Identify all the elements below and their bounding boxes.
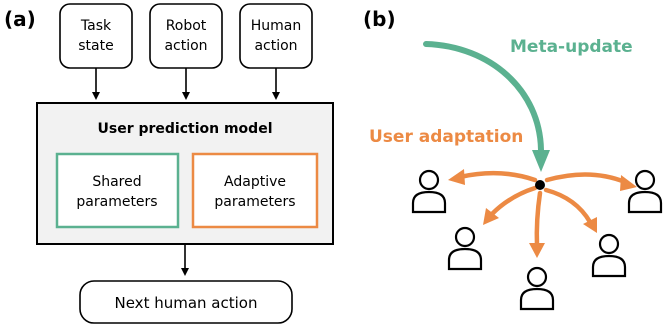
adapt-arrow-left: [457, 170, 538, 183]
output-next-human-action: Next human action: [79, 280, 293, 324]
user-icon: [591, 233, 627, 278]
input-task-state-line2: state: [78, 38, 113, 54]
adapt-arrow-lower-right: [543, 187, 593, 225]
input-human-action-line1: Human: [251, 18, 302, 34]
user-icon: [447, 226, 483, 271]
adapt-head-left: [448, 169, 465, 185]
user-icon: [411, 169, 447, 214]
panel-b-label: (b): [363, 7, 396, 31]
input-robot-action-line2: action: [164, 38, 207, 54]
output-label: Next human action: [115, 294, 258, 312]
input-task-state: Task state: [59, 3, 133, 69]
adapt-head-lower-right: [583, 217, 597, 233]
input-task-state-line1: Task: [80, 18, 112, 34]
adapt-head-lower-left: [483, 208, 499, 225]
input-robot-action-line1: Robot: [166, 18, 207, 34]
meta-update-arrow: [423, 41, 544, 153]
meta-update-arrowhead: [532, 150, 550, 172]
adapt-arrow-lower-left: [489, 185, 538, 217]
user-icon: [519, 266, 555, 311]
adaptive-line2: parameters: [214, 194, 295, 210]
panel-a-label: (a): [4, 7, 36, 31]
user-adaptation-arrows: [457, 170, 628, 249]
shared-line2: parameters: [76, 194, 157, 210]
adapt-head-down: [529, 243, 545, 258]
meta-update-label: Meta-update: [510, 37, 633, 57]
center-point: [535, 180, 545, 190]
user-icon: [627, 169, 663, 214]
shared-parameters-box: Shared parameters: [55, 152, 180, 229]
model-title: User prediction model: [98, 121, 273, 137]
adaptive-line1: Adaptive: [224, 174, 286, 190]
input-human-action: Human action: [239, 3, 313, 69]
adaptation-arrowheads: [448, 169, 637, 258]
user-adaptation-label: User adaptation: [369, 127, 523, 147]
input-robot-action: Robot action: [149, 3, 223, 69]
input-human-action-line2: action: [254, 38, 297, 54]
adaptive-parameters-box: Adaptive parameters: [191, 152, 319, 229]
adapt-arrow-down: [534, 190, 543, 249]
adapt-head-right: [620, 175, 637, 191]
shared-line1: Shared: [92, 174, 141, 190]
adapt-arrow-right: [544, 172, 628, 185]
